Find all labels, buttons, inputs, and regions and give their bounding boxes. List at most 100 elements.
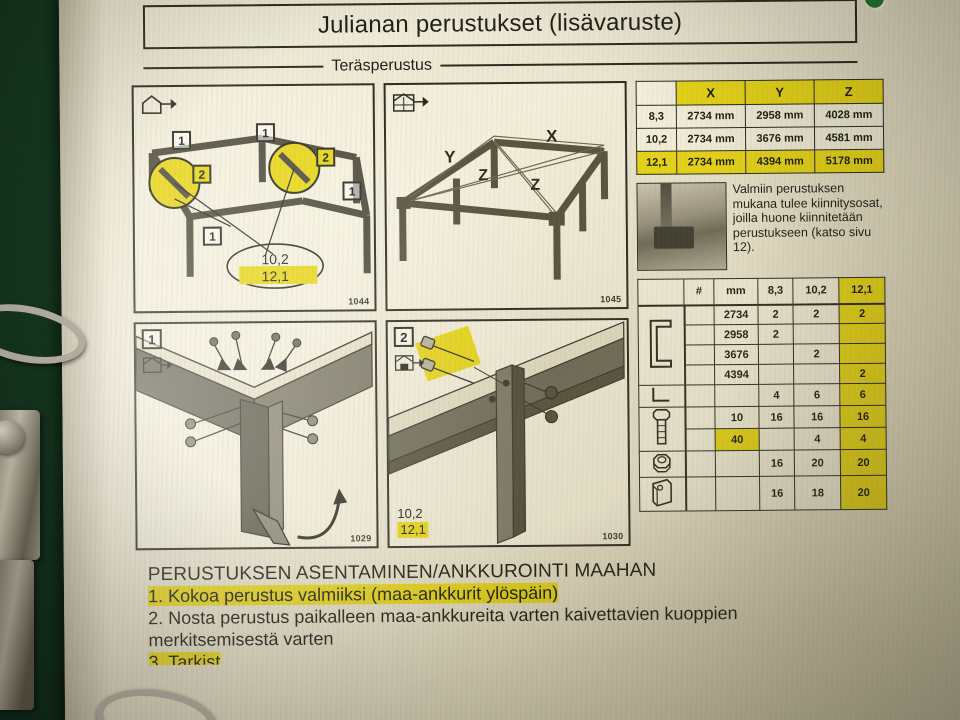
parts-row-mm: 4394	[714, 364, 759, 385]
page-content: Julianan perustukset (lisävaruste) Teräs…	[131, 0, 897, 666]
l-bracket-glyph	[652, 387, 670, 402]
dim-header-z: Z	[814, 79, 884, 104]
hex-bolt-glyph	[652, 408, 671, 445]
parts-header-121: 12,1	[838, 277, 886, 304]
parts-row-hash	[684, 304, 715, 326]
figure-1030-caption-102: 10,2	[397, 505, 423, 521]
parts-row-hash	[684, 384, 715, 408]
subtitle-row: Teräsperustus	[143, 53, 858, 77]
parts-row-hash	[684, 344, 715, 366]
parts-header-hash: #	[683, 278, 715, 306]
page-title: Julianan perustukset (lisävaruste)	[317, 8, 683, 39]
hex-bolt-icon	[638, 407, 686, 452]
greenhouse-icon	[392, 93, 429, 112]
parts-row-102: 4	[794, 427, 841, 451]
dimension-table-row-highlighted: 12,1 2734 mm 4394 mm 5178 mm	[636, 149, 884, 175]
dim-header-blank	[636, 81, 677, 106]
parts-row-mm: 10	[714, 406, 760, 429]
parts-row-121: 20	[840, 449, 887, 476]
dim-row-x: 2734 mm	[676, 150, 746, 175]
anchor-plate-icon	[639, 477, 686, 512]
parts-row-hash	[685, 476, 716, 512]
parts-row-mm: 3676	[714, 344, 759, 365]
parts-row-hash	[684, 406, 716, 430]
figure-1045: Y X Z Z	[383, 81, 629, 312]
parts-row-mm: 2734	[714, 304, 759, 325]
anchor-plate-glyph	[652, 478, 673, 507]
callout-2-a: 2	[192, 164, 212, 184]
dim-row-model: 8,3	[636, 105, 677, 129]
parts-row-102	[793, 323, 840, 345]
parts-row-hash	[685, 450, 716, 478]
parts-table-row: 16 20 20	[639, 449, 887, 478]
parts-row-83: 2	[758, 304, 794, 325]
parts-row-102: 2	[793, 343, 840, 365]
figure-1030: 2 10,2 12,1 1030	[385, 318, 631, 549]
callout-1-d: 1	[202, 226, 222, 246]
parts-row-83: 16	[759, 450, 795, 477]
figure-grid: 10,2 12,1 1 1 1 1 2 2 1044	[131, 79, 896, 551]
parts-row-102: 16	[794, 405, 841, 429]
figure-1029-drawing	[135, 330, 373, 546]
dimension-table-row: 8,3 2734 mm 2958 mm 4028 mm	[636, 103, 884, 129]
instruction-step-3-text: 3. Tarkist	[148, 651, 221, 666]
parts-row-mm	[715, 450, 760, 477]
parts-row-102: 2	[793, 303, 840, 325]
parts-row-hash	[685, 428, 716, 452]
figure-ref-1045: 1045	[600, 294, 622, 305]
dim-row-y: 3676 mm	[745, 126, 815, 151]
parts-table-row: 4 6 6	[638, 383, 886, 408]
note-text: Valmiin perustuksen mukana tulee kiinnit…	[732, 181, 883, 255]
figure-1029-number: 1	[141, 329, 162, 350]
figure-1044: 10,2 12,1 1 1 1 1 2 2 1044	[131, 83, 377, 314]
dim-row-x: 2734 mm	[676, 104, 746, 129]
dim-row-y: 4394 mm	[745, 149, 815, 174]
parts-row-83: 2	[758, 324, 794, 345]
figure-ref-1044: 1044	[348, 296, 370, 307]
parts-header-83: 8,3	[757, 278, 794, 305]
dim-row-z: 5178 mm	[814, 149, 884, 173]
greenhouse-icon	[142, 357, 173, 373]
greenhouse-icon	[141, 95, 177, 115]
callout-1-a: 1	[171, 130, 192, 150]
dim-row-model: 12,1	[636, 151, 677, 175]
parts-header-102: 10,2	[793, 277, 840, 305]
dim-row-model: 10,2	[636, 128, 677, 152]
callout-2-b: 2	[316, 147, 336, 167]
parts-row-83	[758, 364, 794, 385]
parts-row-121: 16	[840, 405, 887, 428]
figure-column-1: 10,2 12,1 1 1 1 1 2 2 1044	[131, 83, 379, 551]
parts-row-mm	[715, 476, 760, 511]
greenhouse-icon	[394, 355, 425, 371]
dim-row-z: 4581 mm	[814, 126, 884, 150]
parts-table: # mm 8,3 10,2 12,1 2	[637, 277, 887, 512]
figure-1030-caption-121: 12,1	[397, 521, 429, 539]
note-block: Valmiin perustuksen mukana tulee kiinnit…	[636, 181, 885, 271]
figure-1030-drawing	[387, 321, 625, 545]
parts-row-121: 2	[839, 363, 886, 384]
parts-table-row: 2734 2 2 2	[638, 303, 886, 386]
figure-column-2: Y X Z Z	[383, 81, 631, 549]
callout-1-b: 1	[255, 123, 276, 143]
parts-row-83: 4	[758, 384, 795, 407]
figure-1029: 1 1029	[133, 320, 379, 551]
figure-1030-number: 2	[393, 326, 414, 348]
parts-row-102: 20	[794, 449, 841, 477]
figure-1044-drawing: 10,2 12,1	[148, 134, 371, 289]
figure-1045-label-y: Y	[444, 148, 456, 167]
l-bracket-icon	[638, 385, 685, 408]
dimension-table-row: 10,2 2734 mm 3676 mm 4581 mm	[636, 126, 884, 152]
figure-1044-label-102: 10,2	[261, 251, 289, 267]
parts-row-83	[759, 428, 795, 451]
parts-row-83: 16	[759, 476, 796, 511]
parts-row-hash	[684, 364, 715, 386]
parts-row-hash	[684, 324, 715, 346]
instructions-block: PERUSTUKSEN ASENTAMINEN/ANKKUROINTI MAAH…	[148, 558, 897, 666]
parts-row-121: 6	[839, 383, 886, 406]
parts-header-blank	[637, 279, 685, 306]
foundation-photo	[636, 182, 728, 271]
hex-nut-icon	[639, 451, 686, 478]
parts-row-mm	[714, 384, 759, 407]
dimension-table-header-row: X Y Z	[636, 79, 884, 106]
parts-row-102: 6	[793, 383, 841, 407]
